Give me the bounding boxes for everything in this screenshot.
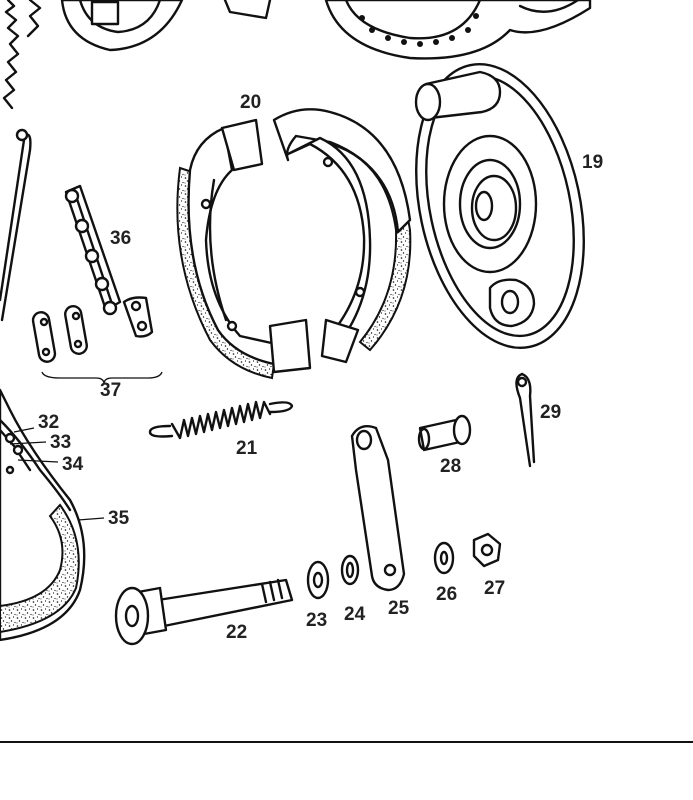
brake-plate — [414, 62, 585, 350]
clevis-pin — [417, 414, 472, 452]
hub-partial-left — [60, 0, 272, 52]
cotter-pin — [515, 372, 536, 468]
flat-washer — [433, 541, 455, 575]
part-label-21: 21 — [236, 438, 258, 459]
part-labels: 19 20 21 22 23 24 25 26 27 28 29 32 33 3… — [38, 92, 603, 643]
part-label-24: 24 — [344, 604, 366, 625]
part-label-33: 33 — [50, 432, 71, 453]
leader-lines — [9, 427, 105, 521]
part-label-37: 37 — [100, 380, 121, 401]
part-label-22: 22 — [226, 622, 247, 643]
part-label-29: 29 — [540, 402, 561, 423]
part-label-34: 34 — [62, 454, 84, 475]
part-label-35: 35 — [108, 508, 130, 529]
brake-camshaft — [114, 578, 294, 646]
sprocket-partial — [2, 0, 42, 110]
brake-drum-partial — [324, 0, 592, 60]
part-label-32: 32 — [38, 412, 59, 433]
spacer-washer — [340, 554, 360, 586]
chain-segment — [64, 184, 154, 338]
part-label-26: 26 — [436, 584, 457, 605]
return-spring — [148, 400, 294, 440]
brake-band-assembly — [0, 388, 86, 642]
part-label-36: 36 — [110, 228, 131, 249]
part-label-27: 27 — [484, 578, 505, 599]
chain-link-parts — [31, 305, 163, 385]
brake-rod-left — [0, 128, 32, 322]
part-label-19: 19 — [582, 152, 603, 173]
part-label-23: 23 — [306, 610, 327, 631]
part-label-20: 20 — [240, 92, 261, 113]
hex-nut — [472, 532, 502, 568]
part-label-25: 25 — [388, 598, 410, 619]
star-washer — [306, 560, 330, 600]
brake-shoes — [176, 108, 412, 380]
part-label-28: 28 — [440, 456, 461, 477]
brake-lever — [350, 425, 406, 592]
